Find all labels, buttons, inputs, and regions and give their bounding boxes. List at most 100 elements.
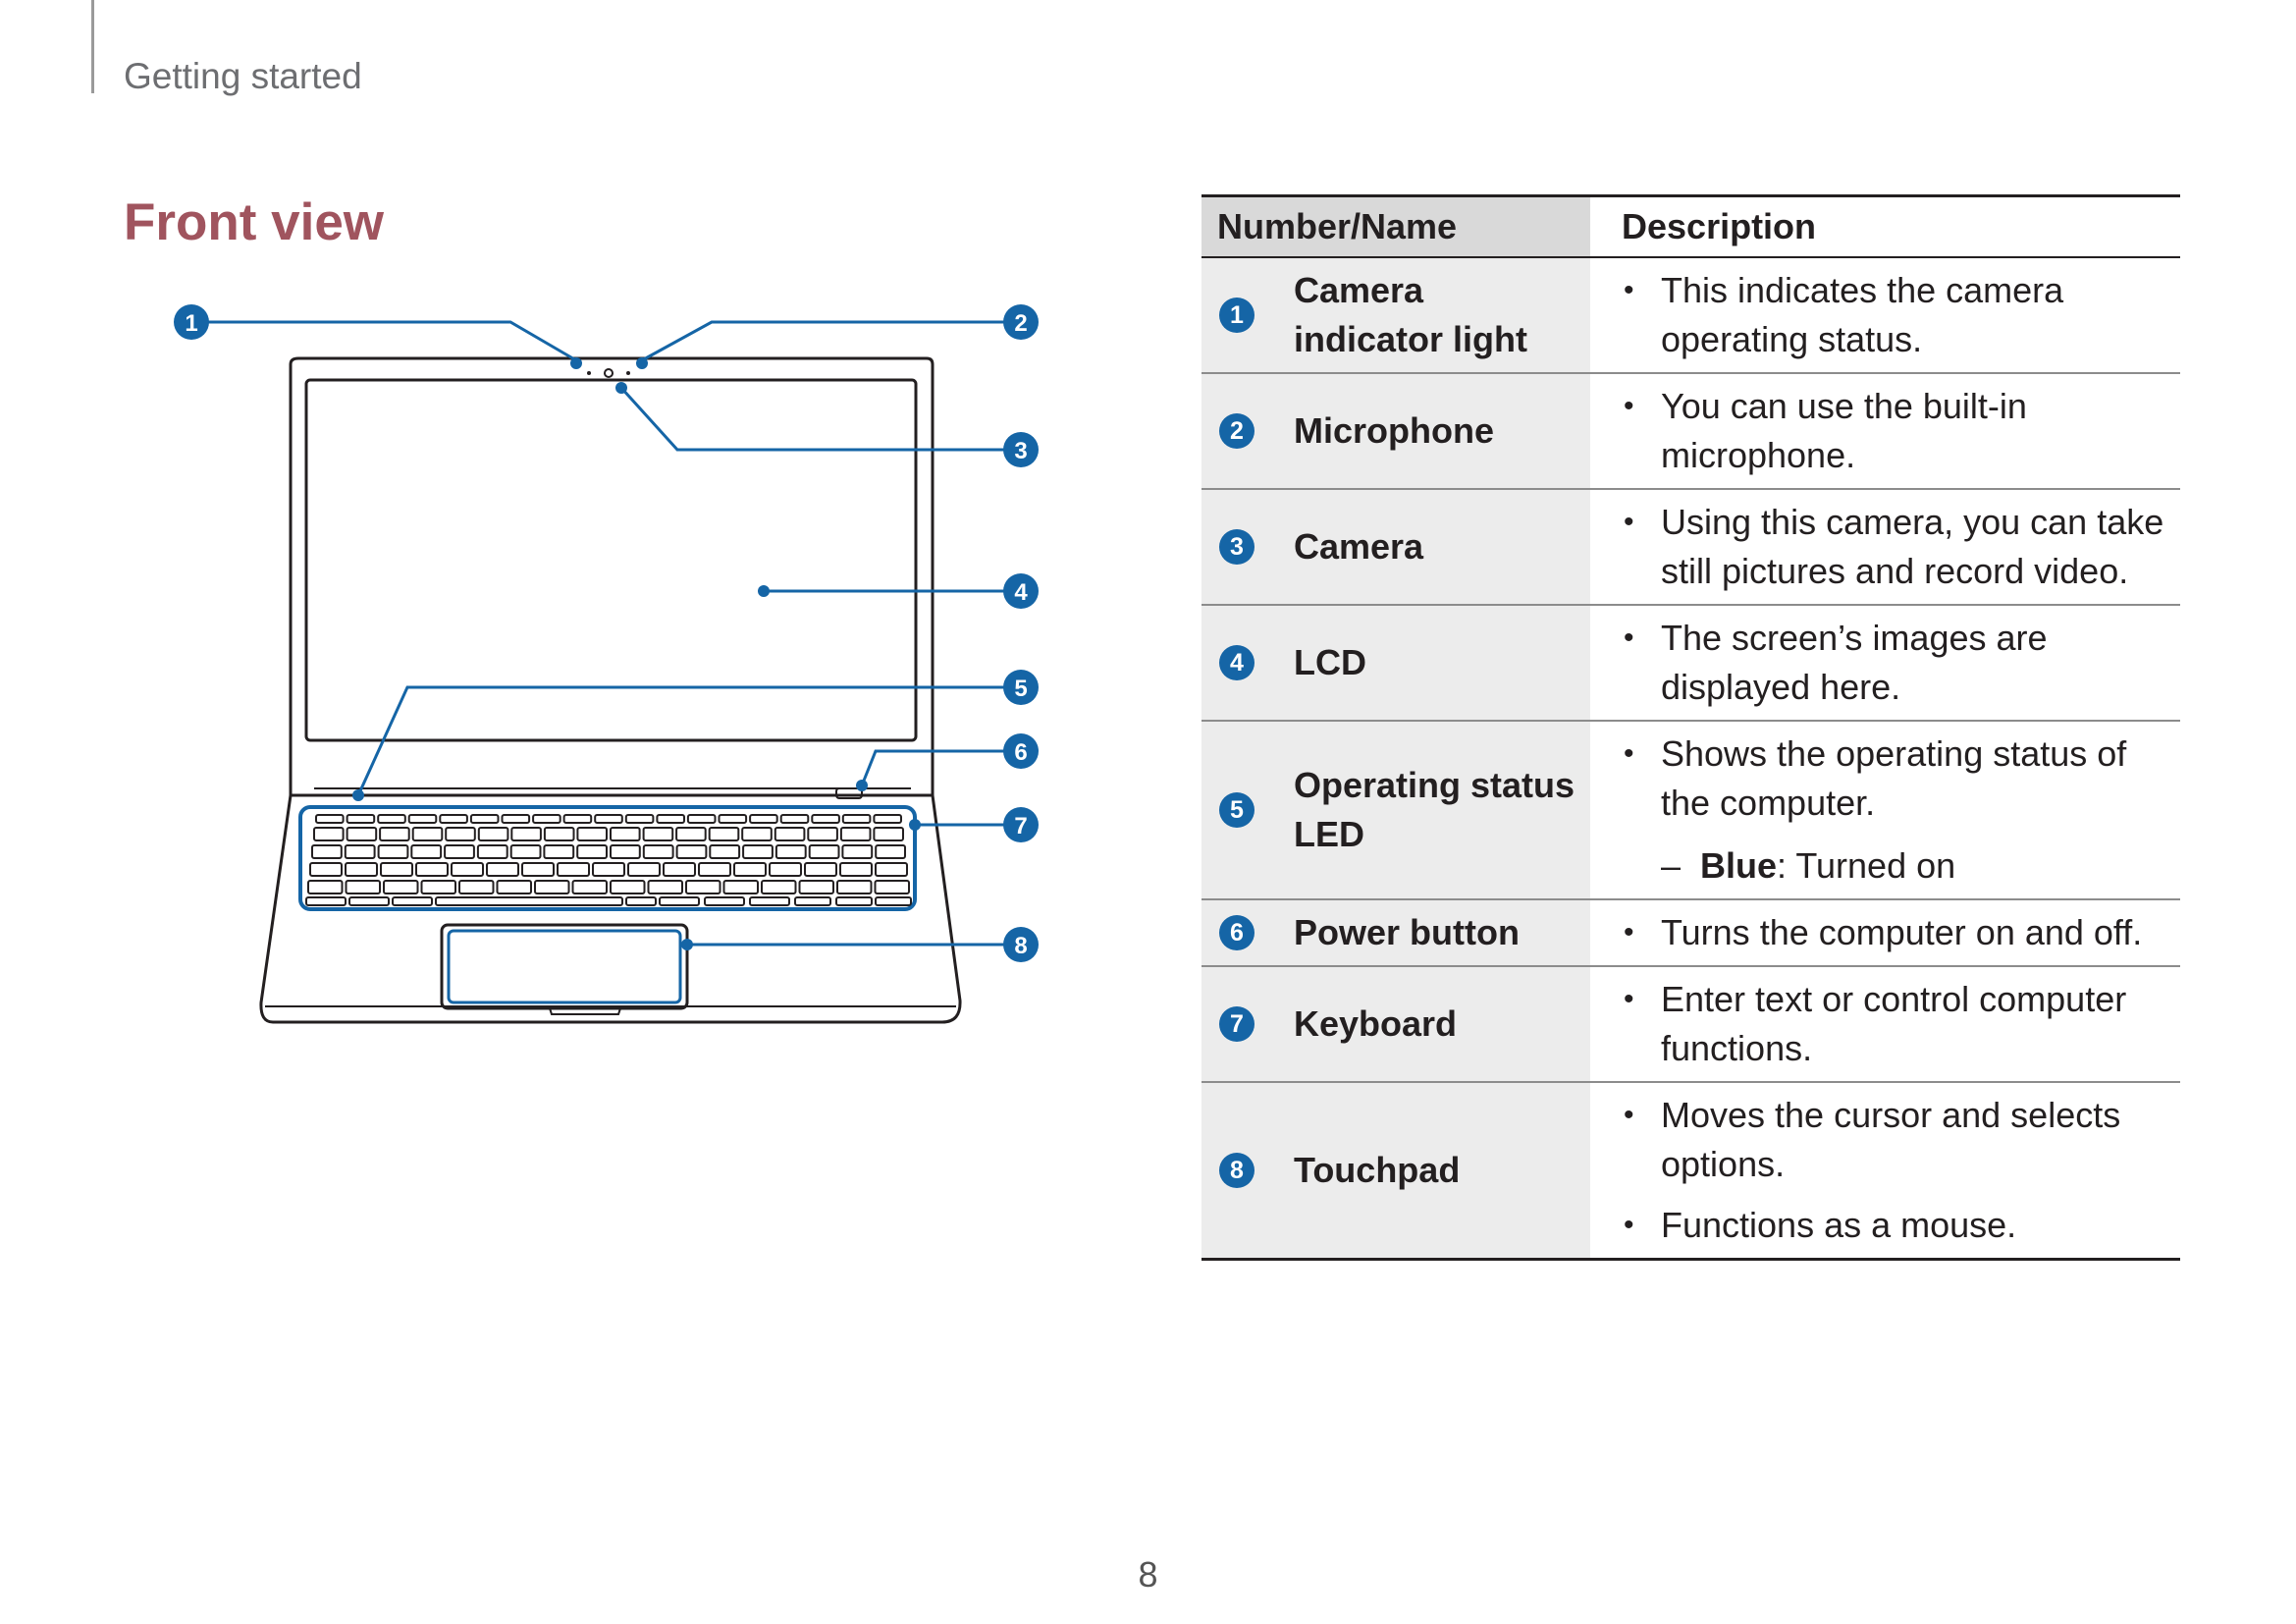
- description-text: Turns the computer on and off.: [1661, 912, 2143, 952]
- keyboard-key: [675, 844, 708, 859]
- keyboard-key: [769, 862, 802, 877]
- bullet-icon: •: [1624, 622, 1634, 654]
- description-text: Enter text or control computer functions…: [1661, 979, 2127, 1068]
- keyboard-key: [704, 896, 745, 906]
- component-name: Operating status LED: [1294, 765, 1575, 854]
- number-badge: 4: [1219, 645, 1255, 680]
- keyboard-key: [444, 844, 475, 859]
- description-text: Shows the operating status of the comput…: [1661, 733, 2127, 823]
- keyboard-key: [808, 844, 840, 859]
- keyboard-key: [875, 862, 908, 877]
- keyboard-key: [794, 896, 831, 906]
- component-description-cell: •Using this camera, you can take still p…: [1590, 489, 2180, 605]
- keyboard-key: [439, 814, 468, 824]
- description-text: This indicates the camera operating stat…: [1661, 270, 2064, 359]
- keyboard-key: [875, 844, 907, 859]
- keyboard-key: [742, 844, 774, 859]
- description-bullet: • Shows the operating status of the compu…: [1616, 730, 2166, 828]
- sub-item-label: Blue: [1700, 845, 1778, 886]
- description-bullet: • This indicates the camera operating sta…: [1616, 266, 2166, 364]
- keyboard-key: [647, 880, 683, 894]
- laptop-screen: [304, 378, 918, 742]
- laptop-illustration: 1 2 3 4 5 6 7 8: [174, 304, 1039, 1024]
- laptop-base: [259, 793, 962, 1024]
- keyboard-key: [663, 862, 696, 877]
- keyboard-key: [779, 814, 810, 824]
- keyboard-key: [532, 814, 561, 824]
- keyboard-key: [761, 880, 797, 894]
- keyboard-key: [839, 862, 873, 877]
- svg-text:1: 1: [185, 310, 197, 337]
- keyboard-key: [592, 862, 625, 877]
- keyboard-area: [298, 805, 917, 911]
- keyboard-keys: [305, 814, 912, 906]
- keyboard-key: [659, 896, 700, 906]
- keyboard-key: [836, 880, 873, 894]
- keyboard-key: [624, 814, 655, 824]
- keyboard-key: [708, 827, 740, 841]
- keyboard-key: [656, 814, 685, 824]
- description-bullet: •You can use the built-in microphone.: [1616, 382, 2166, 480]
- description-sub-item: –Blue: Turned on: [1616, 841, 2166, 891]
- keyboard-key: [313, 827, 345, 841]
- callout-2: 2: [1003, 304, 1039, 340]
- svg-text:2: 2: [1014, 310, 1027, 337]
- keyboard-key: [741, 827, 773, 841]
- touchpad-area: [440, 923, 689, 1010]
- keyboard-key: [733, 862, 767, 877]
- keyboard-key: [874, 880, 910, 894]
- keyboard-key: [458, 880, 495, 894]
- bullet-icon: •: [1624, 274, 1634, 306]
- keyboard-key: [451, 862, 484, 877]
- bullet-icon: •: [1624, 737, 1634, 770]
- number-badge: 6: [1219, 915, 1255, 950]
- keyboard-key: [594, 814, 623, 824]
- description-bullet: •Moves the cursor and selects options.: [1616, 1091, 2166, 1189]
- keyboard-key: [576, 844, 609, 859]
- keyboard-key: [305, 896, 347, 906]
- keyboard-key: [345, 880, 381, 894]
- keyboard-key: [562, 814, 593, 824]
- keyboard-key: [642, 827, 674, 841]
- keyboard-key: [410, 844, 443, 859]
- keyboard-key: [625, 896, 657, 906]
- callout-8: 8: [1003, 927, 1039, 962]
- keyboard-key: [749, 814, 778, 824]
- keyboard-key: [383, 880, 419, 894]
- keyboard-key: [571, 880, 608, 894]
- keyboard-key: [486, 862, 519, 877]
- svg-text:4: 4: [1014, 579, 1028, 606]
- keyboard-key: [420, 880, 456, 894]
- keyboard-key: [610, 827, 641, 841]
- keyboard-key: [445, 827, 476, 841]
- keyboard-key: [411, 827, 444, 841]
- keyboard-key: [749, 896, 790, 906]
- keyboard-key: [610, 844, 641, 859]
- keyboard-key: [377, 814, 406, 824]
- keyboard-key: [392, 896, 433, 906]
- keyboard-key: [841, 844, 874, 859]
- keyboard-key: [709, 844, 741, 859]
- margin-rule: [91, 0, 94, 93]
- keyboard-key: [379, 827, 410, 841]
- keyboard-key: [469, 814, 500, 824]
- keyboard-key: [476, 844, 508, 859]
- keyboard-key: [307, 880, 344, 894]
- keyboard-key: [835, 896, 873, 906]
- keyboard-key: [521, 862, 555, 877]
- keyboard-key: [557, 862, 590, 877]
- keyboard-key: [841, 814, 872, 824]
- sub-item-text: : Turned on: [1777, 845, 1956, 886]
